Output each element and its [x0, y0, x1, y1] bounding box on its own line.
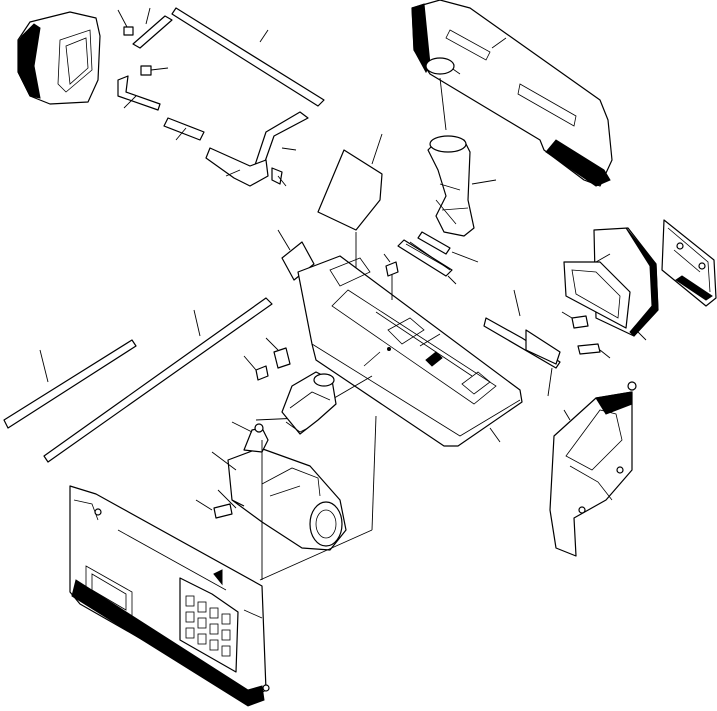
flexible-hose	[427, 135, 497, 237]
control-panel-box	[563, 227, 659, 341]
leader-duct-hose	[439, 77, 447, 131]
bracket-small	[243, 337, 291, 381]
fasteners-right	[483, 289, 611, 397]
blower-motor	[195, 415, 377, 581]
grille	[179, 577, 239, 673]
filter-element	[397, 231, 479, 285]
floor-duct-frame	[255, 255, 523, 447]
duct-cover-left	[17, 11, 101, 105]
side-cover-right	[549, 381, 637, 557]
bottom-panel-left	[69, 485, 270, 707]
seal-strip-top	[171, 7, 325, 171]
mount-bracket-right	[661, 219, 717, 307]
duct-cover-right	[411, 0, 613, 187]
bolt-top	[383, 253, 399, 300]
blower-housing	[281, 371, 337, 435]
seal-strip-small	[117, 7, 173, 111]
clip-small	[117, 9, 169, 76]
long-seal-strip	[3, 297, 273, 463]
gasket-left	[277, 229, 315, 281]
strip-pieces	[163, 117, 287, 187]
